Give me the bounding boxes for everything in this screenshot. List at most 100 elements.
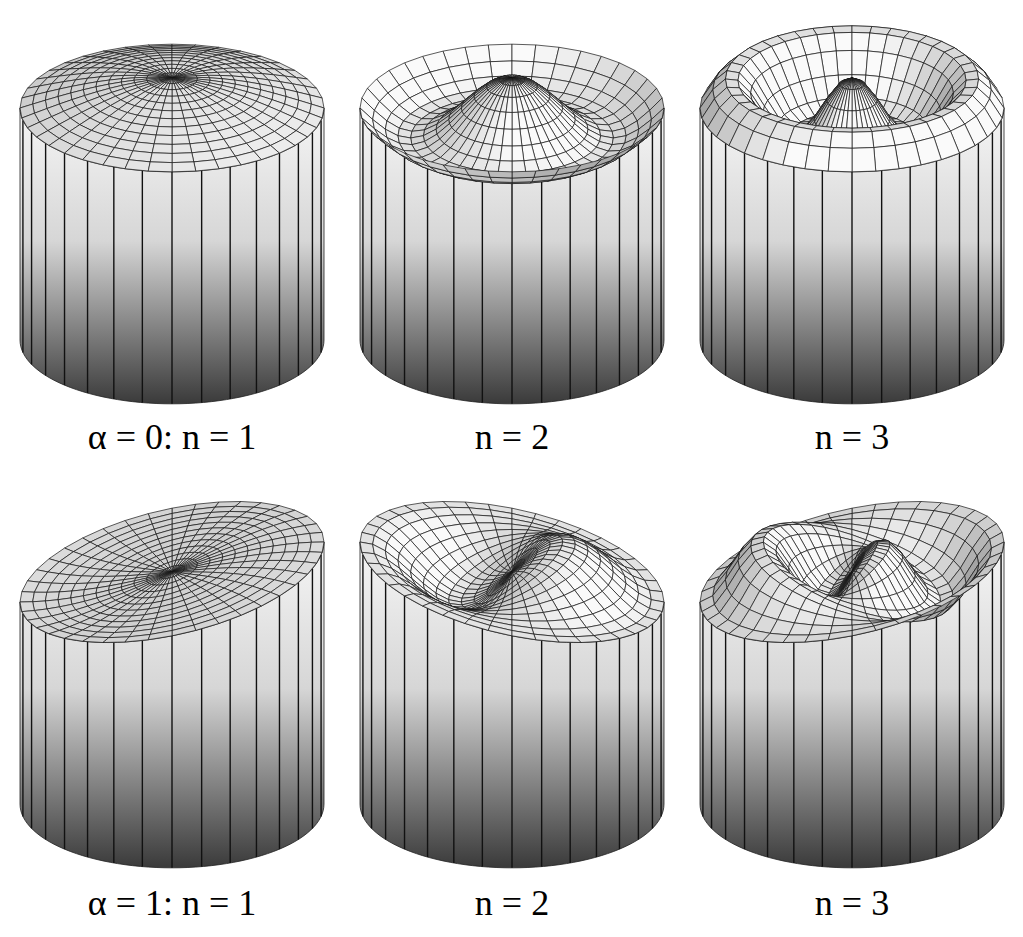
generator-line xyxy=(767,161,768,393)
generator-line xyxy=(453,167,454,399)
surface-cell xyxy=(172,84,176,90)
surface-cell xyxy=(389,146,413,161)
surface-cell xyxy=(182,109,196,118)
surface-cell xyxy=(809,130,832,148)
surface-cell xyxy=(512,86,516,98)
generator-line xyxy=(142,640,143,866)
generator-line xyxy=(298,143,299,375)
generator-line xyxy=(201,171,202,403)
generator-line xyxy=(64,153,65,385)
generator-line xyxy=(881,171,882,403)
surface-cell xyxy=(172,78,176,84)
generator-line xyxy=(404,153,405,385)
surface-cell xyxy=(150,153,172,163)
generator-line xyxy=(596,642,597,857)
surface-cell xyxy=(156,127,172,136)
generator-line xyxy=(541,640,542,866)
surface-cell xyxy=(489,145,503,161)
surface-cell xyxy=(172,76,184,78)
surface-cell xyxy=(20,602,34,612)
surface-cell xyxy=(848,89,852,110)
surface-cell xyxy=(725,71,739,81)
surface-cell xyxy=(272,544,286,553)
surface-cell xyxy=(162,103,172,111)
generator-line xyxy=(45,143,46,375)
surface-cell xyxy=(149,109,163,118)
cylinder-side xyxy=(360,542,664,868)
generator-line xyxy=(992,132,993,364)
surface-cell xyxy=(512,129,522,146)
surface-cell xyxy=(405,153,431,167)
generator-line xyxy=(511,636,512,868)
generator-line xyxy=(596,161,597,393)
generator-line xyxy=(619,153,620,385)
surface-cell xyxy=(154,135,172,144)
surface-cell xyxy=(852,78,858,89)
surface-cell xyxy=(512,78,516,86)
generator-line xyxy=(229,167,230,399)
generator-line xyxy=(142,171,143,403)
surface-cell xyxy=(172,90,178,97)
generator-line xyxy=(1000,120,1001,352)
surface-cell xyxy=(465,169,490,178)
surface-cell xyxy=(194,160,219,171)
surface-cell xyxy=(512,171,536,178)
surface-cell xyxy=(172,566,184,572)
surface-cell xyxy=(103,156,129,168)
surface-cell xyxy=(485,160,501,173)
surface-cell xyxy=(524,160,540,173)
deformed-cylinder xyxy=(360,501,664,867)
generator-line xyxy=(385,143,386,375)
surface-cell xyxy=(504,112,512,129)
deformed-cylinder xyxy=(360,44,664,404)
generator-line xyxy=(371,132,372,364)
surface-cell xyxy=(125,634,150,642)
cylinder-side xyxy=(20,542,324,868)
surface-cell xyxy=(172,96,180,103)
surface-cell xyxy=(183,74,196,76)
generator-line xyxy=(22,614,23,817)
generator-line xyxy=(229,620,230,863)
surface-cell xyxy=(235,602,261,615)
generator-line xyxy=(482,171,483,403)
surface-cell xyxy=(33,592,47,602)
surface-cell xyxy=(443,165,469,175)
surface-cell xyxy=(874,145,899,171)
surface-cell xyxy=(512,78,518,85)
surface-cell xyxy=(965,79,979,88)
surface-cell xyxy=(172,78,179,83)
cylinder-side xyxy=(360,108,664,404)
generator-line xyxy=(312,132,313,364)
surface-cell xyxy=(362,118,380,138)
surface-cell xyxy=(20,592,34,602)
surface-cell xyxy=(834,32,852,51)
generator-line xyxy=(201,629,202,867)
surface-cell xyxy=(512,61,534,77)
cylinder-side xyxy=(20,108,324,404)
generator-line xyxy=(256,161,257,393)
surface-cell xyxy=(555,165,581,175)
generator-line xyxy=(711,132,712,364)
generator-line xyxy=(320,555,321,816)
surface-cell xyxy=(508,78,512,86)
surface-cell xyxy=(168,84,172,90)
generator-line xyxy=(744,153,745,385)
generator-line xyxy=(312,569,313,829)
generator-line xyxy=(652,132,653,364)
surface-cell xyxy=(172,144,192,154)
surface-cell xyxy=(152,144,172,154)
generator-line xyxy=(427,161,428,393)
surface-cell xyxy=(160,110,172,118)
deformed-cylinder xyxy=(20,501,324,867)
surface-cell xyxy=(172,103,182,111)
generator-line xyxy=(793,167,794,399)
surface-cell xyxy=(172,127,188,136)
surface-cell xyxy=(488,171,512,178)
generator-line xyxy=(511,172,512,404)
generator-line xyxy=(702,120,703,352)
surface-cell xyxy=(215,156,241,168)
surface-cell xyxy=(852,89,856,110)
generator-line xyxy=(279,596,280,849)
surface-cell xyxy=(310,532,324,542)
